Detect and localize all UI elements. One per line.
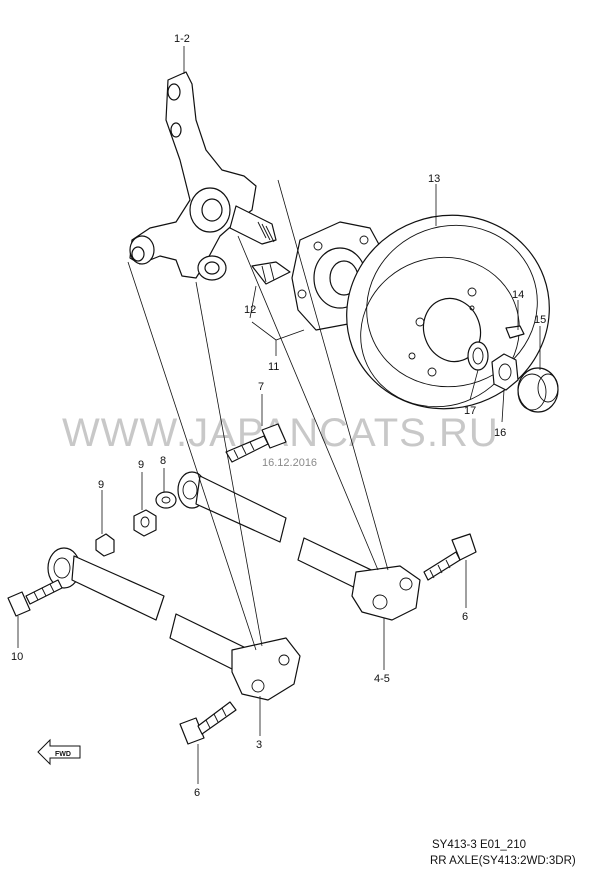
leader-lines <box>17 46 541 784</box>
bolt-7 <box>225 423 287 463</box>
callout-7: 7 <box>258 381 264 393</box>
callout-14: 14 <box>512 289 524 301</box>
diagram-code: SY413-3 E01_210 <box>432 839 526 851</box>
screw <box>469 305 525 339</box>
nut-9-upper <box>133 509 157 537</box>
bracket-3 <box>231 637 301 701</box>
callout-13: 13 <box>428 173 440 185</box>
knuckle <box>129 71 277 281</box>
callout-9-upper: 9 <box>138 459 144 471</box>
diagram-title: RR AXLE(SY413:2WD:3DR) <box>430 855 576 867</box>
callout-8: 8 <box>160 455 166 467</box>
washer-8 <box>155 491 177 509</box>
callout-10: 10 <box>11 651 23 663</box>
bolt-6-lower <box>179 701 237 745</box>
bolt-6-right <box>423 533 477 581</box>
callout-12: 12 <box>244 304 256 316</box>
hub-cap <box>517 367 559 413</box>
wheel-stud <box>251 261 291 285</box>
callout-17: 17 <box>464 405 476 417</box>
callout-9-lower: 9 <box>98 479 104 491</box>
callout-15: 15 <box>534 314 546 326</box>
callout-3: 3 <box>256 739 262 751</box>
hub-nut <box>491 353 519 391</box>
callout-6-lower: 6 <box>194 787 200 799</box>
bracket-4-5 <box>351 565 421 621</box>
bolt-10 <box>7 579 63 617</box>
nut-9-lower <box>95 533 115 557</box>
fwd-label: FWD <box>55 751 71 758</box>
callout-1-2: 1-2 <box>174 33 190 45</box>
callout-11: 11 <box>268 361 279 373</box>
assembly-lines <box>127 179 389 651</box>
callout-6-right: 6 <box>462 611 468 623</box>
date-stamp: 16.12.2016 <box>262 457 317 469</box>
callouts: 1-2 13 14 15 12 11 17 16 7 9 8 9 10 6 4-… <box>11 33 546 799</box>
callout-16: 16 <box>494 427 506 439</box>
lateral-rod-lower <box>47 547 251 675</box>
hub-washer <box>467 341 489 371</box>
lateral-rod-upper <box>177 471 385 599</box>
callout-4-5: 4-5 <box>374 673 390 685</box>
fwd-arrow-icon: FWD <box>37 738 81 766</box>
